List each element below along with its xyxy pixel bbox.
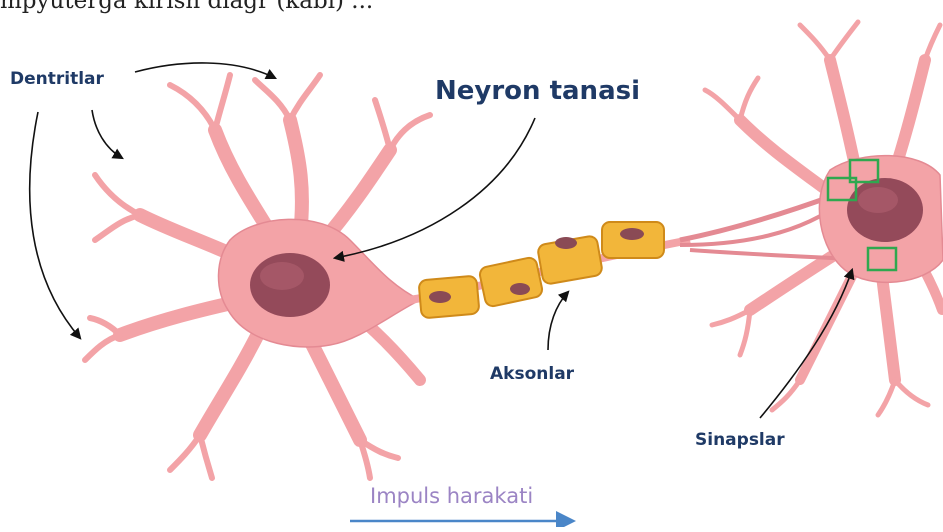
- arrow-dendrites-mid: [92, 110, 122, 158]
- right-neuron: [680, 22, 943, 415]
- myelin-sheath-2: [478, 256, 543, 307]
- arrow-axons: [548, 292, 568, 350]
- myelin-sheath-4: [602, 222, 664, 258]
- label-axons: Aksonlar: [490, 364, 574, 384]
- arrow-dendrites-low: [30, 112, 80, 338]
- label-synapses: Sinapslar: [695, 430, 785, 450]
- arrow-dendrites-top: [135, 63, 275, 78]
- label-dendrites: Dentritlar: [10, 69, 104, 89]
- left-neuron: [85, 75, 430, 478]
- header-text: mpyuterga kirish diagr (kabi) ...: [0, 0, 373, 14]
- axon: [410, 222, 690, 318]
- label-cell-body: Neyron tanasi: [435, 76, 640, 106]
- label-impulse: Impuls harakati: [370, 484, 533, 508]
- myelin-sheath-1: [418, 276, 479, 319]
- myelin-sheath-3: [537, 235, 603, 285]
